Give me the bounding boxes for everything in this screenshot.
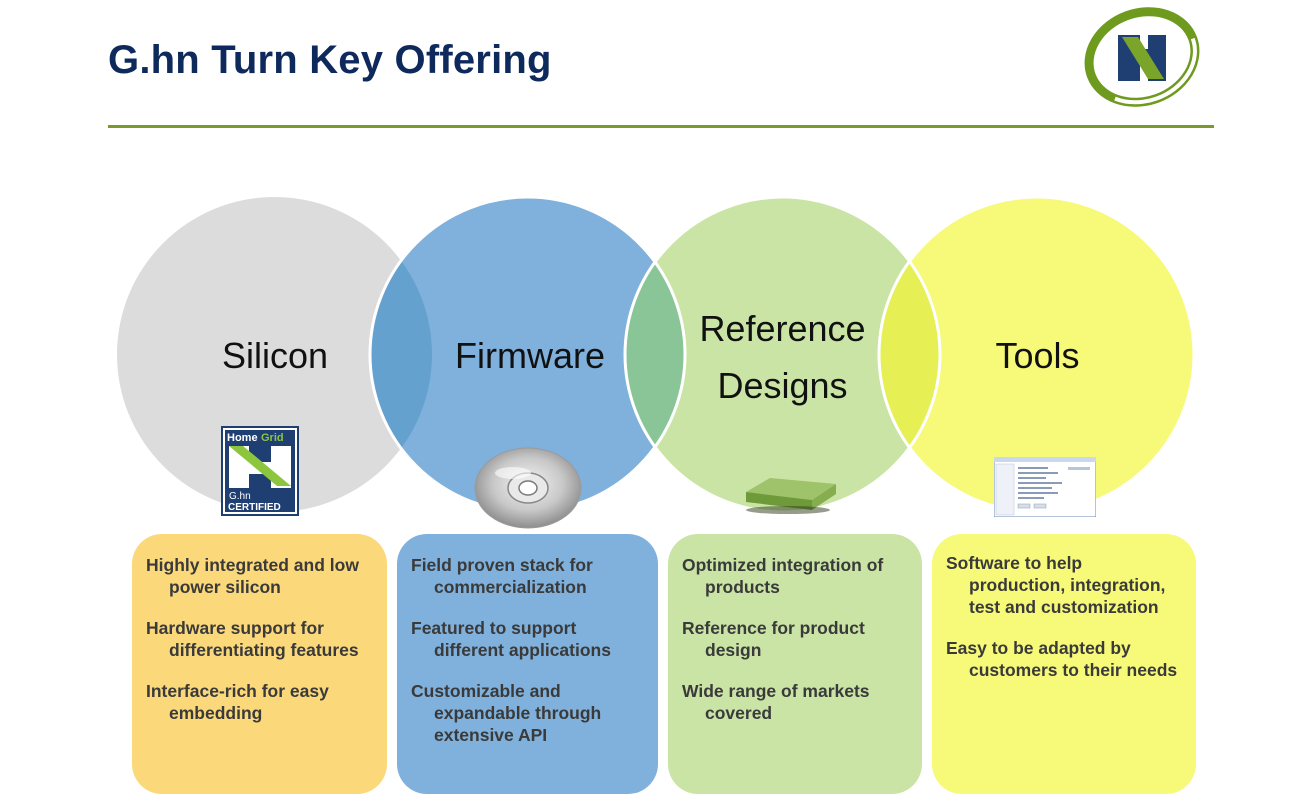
- firmware-features-box: Field proven stack for commercialization…: [397, 534, 658, 794]
- cd-disc-icon: [474, 447, 582, 529]
- list-item: Field proven stack for commercialization: [411, 555, 593, 597]
- list-item: Easy to be adapted by customers to their…: [946, 638, 1178, 680]
- reference-designs-features-box: Optimized integration of products Refere…: [668, 534, 922, 794]
- title-divider: [108, 125, 1214, 128]
- badge-brand-home: Home: [227, 432, 258, 444]
- tools-label: Tools: [995, 335, 1080, 376]
- list-item: Interface-rich for easy embedding: [146, 681, 329, 723]
- list-item: Wide range of markets covered: [682, 681, 870, 723]
- badge-line2: CERTIFIED: [228, 502, 281, 513]
- list-item: Software to help production, integration…: [946, 553, 1166, 617]
- software-window-icon: [994, 457, 1096, 517]
- company-logo-icon: [1084, 7, 1200, 107]
- silicon-label: Silicon: [221, 335, 329, 376]
- reference-label-line1: Reference: [699, 308, 866, 349]
- silicon-features-box: Highly integrated and low power silicon …: [132, 534, 387, 794]
- reference-label-line2: Designs: [717, 365, 848, 406]
- list-item: Reference for product design: [682, 618, 865, 660]
- adapter-device-icon: [746, 478, 836, 514]
- list-item: Featured to support different applicatio…: [411, 618, 611, 660]
- badge-brand-grid: Grid: [261, 432, 284, 444]
- list-item: Customizable and expandable through exte…: [411, 681, 602, 745]
- reference-designs-label: Reference Designs: [670, 300, 895, 414]
- list-item: Optimized integration of products: [682, 555, 884, 597]
- list-item: Hardware support for differentiating fea…: [146, 618, 359, 660]
- page-title: G.hn Turn Key Offering: [108, 38, 552, 82]
- homegrid-certified-icon: Home Grid G.hn CERTIFIED: [221, 426, 299, 516]
- tools-features-box: Software to help production, integration…: [932, 534, 1196, 794]
- badge-line1: G.hn: [229, 491, 251, 502]
- list-item: Highly integrated and low power silicon: [146, 555, 359, 597]
- firmware-label: Firmware: [455, 335, 605, 376]
